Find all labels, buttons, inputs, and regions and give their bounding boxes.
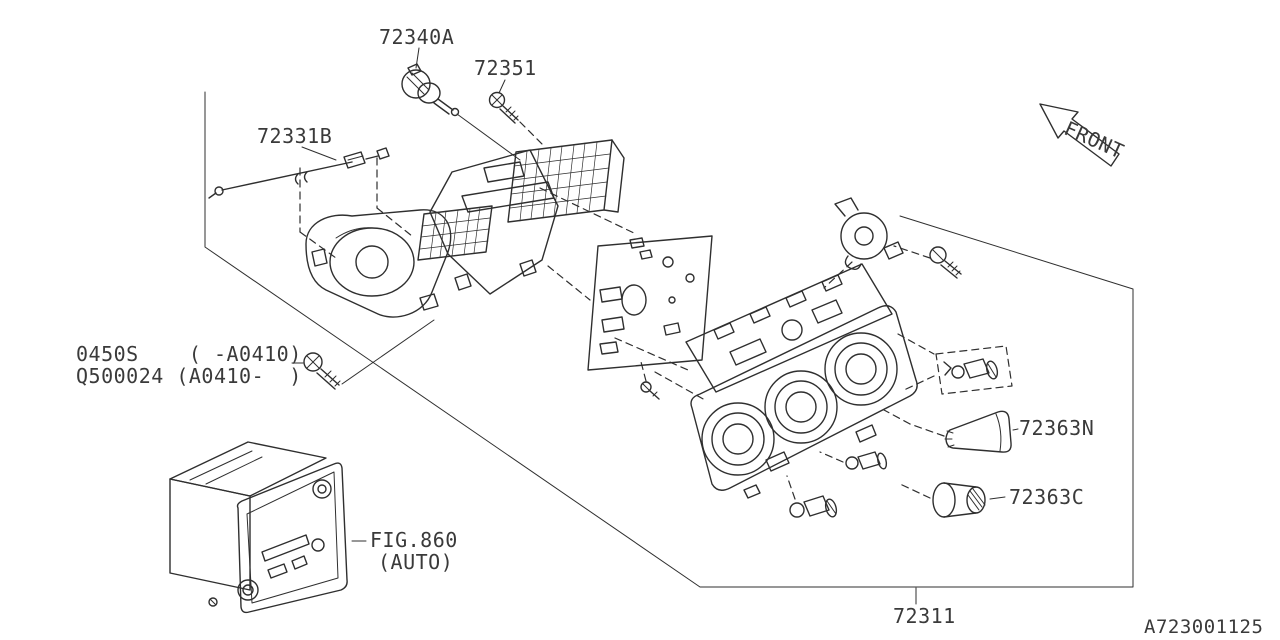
bulb-socket-drawing [935,345,1013,395]
screw-label-block: 0450S ( -A0410) Q500024 (A0410- ) [76,343,302,387]
screw-0450s-drawing [303,319,435,390]
knob-72363n-drawing [944,410,1012,453]
heater-unit-housing-drawing [305,139,625,318]
radio-unit-drawing [169,441,348,614]
screw-right-drawing [929,246,962,279]
fig-reference-variant-label: (AUTO) [378,550,454,574]
part-label-72311: 72311 [893,604,956,628]
boundary-lines [204,91,1134,588]
diagram-code: A723001125 [1144,616,1264,638]
knob-72363c-drawing [932,482,986,518]
part-label-72363n: 72363N [1019,416,1095,440]
pcb-drawing [587,235,713,371]
sensor-72340a-drawing [401,63,521,161]
control-frame-drawing [685,263,893,393]
fig-reference-label: FIG.860 [370,528,458,552]
part-label-72331b: 72331B [257,124,333,148]
front-arrow-icon [1039,103,1120,167]
control-panel-72311-drawing [690,305,918,499]
part-label-72363c: 72363C [1009,485,1085,509]
part-label-72351: 72351 [474,56,537,80]
screw-72351-drawing [488,91,519,124]
bulb-low-drawing [789,495,838,518]
leader-lines [291,47,1019,605]
part-label-72340a: 72340A [379,25,455,49]
part-label-0450s: 0450S ( -A0410) [76,342,302,366]
screw-small-drawing [640,381,660,400]
cable-72331b-drawing [208,147,390,199]
bulb-mid-drawing [845,451,888,470]
cable-clamp-drawing [834,197,904,271]
part-label-q500024: Q500024 (A0410- ) [76,364,302,388]
construction-lines [299,121,945,500]
